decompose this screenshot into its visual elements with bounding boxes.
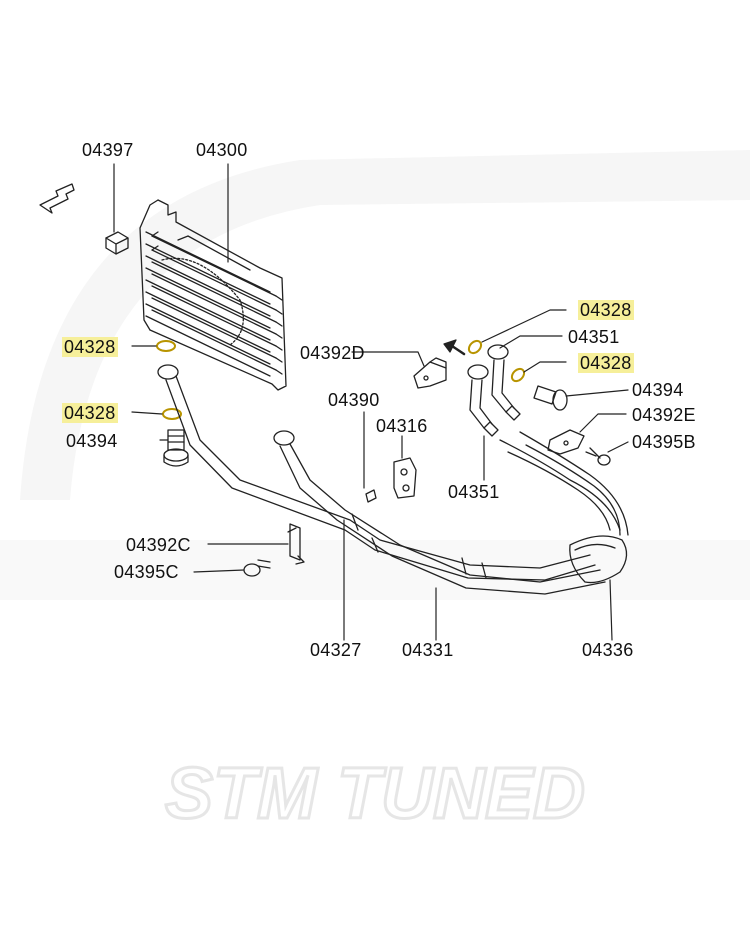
part-label-04392D[interactable]: 04392D: [300, 343, 365, 363]
part-label-04328[interactable]: 04328: [62, 337, 118, 357]
bracket-icon: [547, 429, 585, 455]
leader-lines: [113, 163, 629, 641]
part-label-04395C[interactable]: 04395C: [114, 562, 179, 582]
banjo-bolt-icon: [163, 429, 189, 467]
pin-icon: [365, 489, 377, 503]
bracket-icon: [413, 357, 447, 389]
part-label-04392C[interactable]: 04392C: [126, 535, 191, 555]
part-label-04351[interactable]: 04351: [448, 482, 500, 502]
washer-icon: [162, 408, 182, 420]
watermark-text: STM TUNED: [165, 760, 585, 830]
washer-icon: [510, 367, 526, 383]
washer-icon: [467, 339, 483, 355]
part-label-04327[interactable]: 04327: [310, 640, 362, 660]
part-label-04392E[interactable]: 04392E: [632, 405, 696, 425]
part-label-04316[interactable]: 04316: [376, 416, 428, 436]
hose-04327: [157, 364, 596, 581]
part-label-04328[interactable]: 04328: [62, 403, 118, 423]
part-label-04397[interactable]: 04397: [82, 140, 134, 160]
part-label-04336[interactable]: 04336: [582, 640, 634, 660]
nut-icon: [105, 231, 129, 255]
part-label-04300[interactable]: 04300: [196, 140, 248, 160]
part-label-04328[interactable]: 04328: [578, 300, 634, 320]
part-label-04390[interactable]: 04390: [328, 390, 380, 410]
hose-clamp-block: [569, 535, 628, 584]
part-label-04394[interactable]: 04394: [632, 380, 684, 400]
oil-cooler-core: [139, 199, 287, 391]
part-label-04395B[interactable]: 04395B: [632, 432, 696, 452]
flange-bolt-icon: [243, 559, 271, 577]
stm-tuned-watermark: STM TUNED: [164, 760, 587, 830]
banjo-bolt-icon: [533, 385, 568, 411]
front-direction-arrow-icon: [39, 183, 75, 214]
part-label-04328[interactable]: 04328: [578, 353, 634, 373]
clip-icon: [393, 457, 417, 499]
bracket-icon: [287, 523, 305, 565]
part-label-04331[interactable]: 04331: [402, 640, 454, 660]
part-label-04351[interactable]: 04351: [568, 327, 620, 347]
part-label-04394[interactable]: 04394: [66, 431, 118, 451]
hose-04331: [273, 430, 606, 595]
flange-bolt-icon: [585, 447, 611, 466]
washer-icon: [156, 340, 176, 352]
hose-04351: [467, 344, 629, 536]
